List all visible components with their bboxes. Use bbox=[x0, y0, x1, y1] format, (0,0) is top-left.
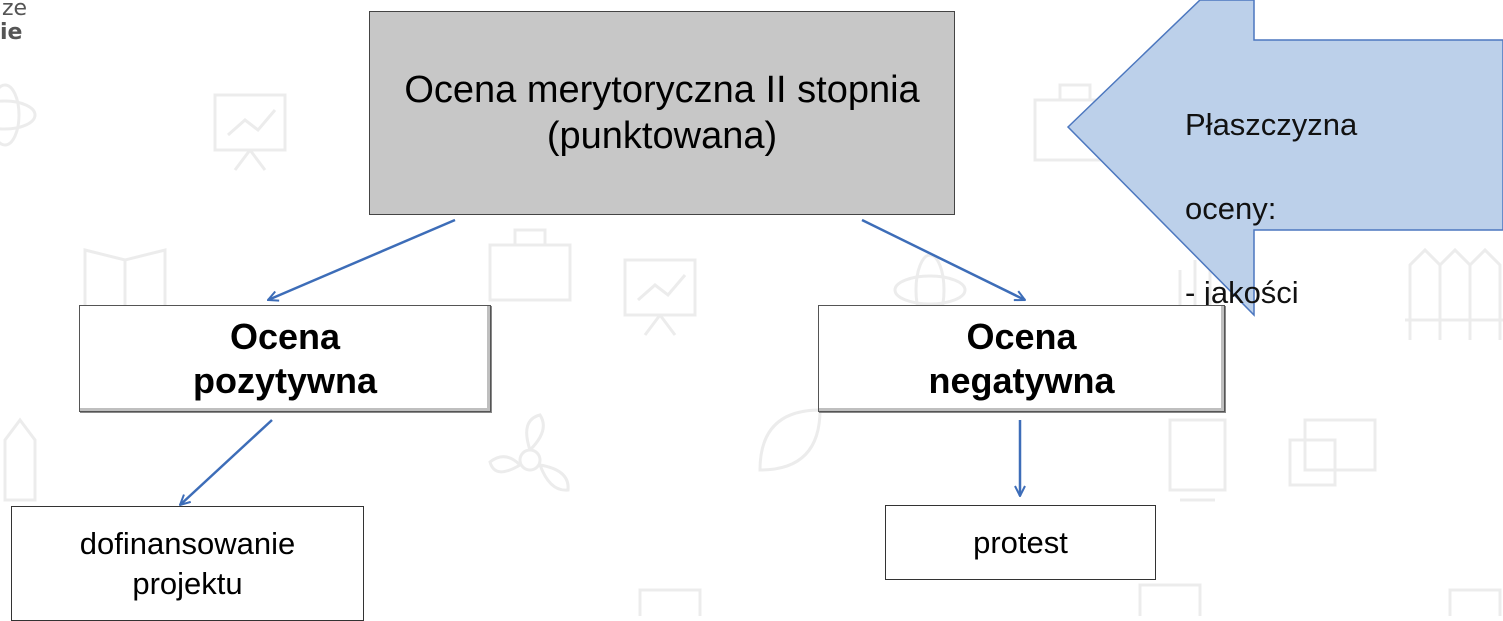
negative-label-line-2: negatywna bbox=[928, 359, 1115, 401]
funding-box: dofinansowanie projektu bbox=[11, 506, 364, 621]
arrow-positive-to-funding bbox=[180, 419, 273, 505]
callout-line-1: Płaszczyzna bbox=[1185, 107, 1358, 142]
chat-icon bbox=[1288, 418, 1377, 487]
root-evaluation-box: Ocena merytoryczna II stopnia (punktowan… bbox=[369, 11, 955, 215]
logo: ze ie bbox=[0, 0, 60, 44]
chart-board-icon bbox=[213, 93, 287, 171]
arrow-root-to-positive bbox=[268, 218, 456, 300]
fan-icon bbox=[488, 413, 570, 492]
doc-icon bbox=[638, 583, 1502, 616]
callout-line-2: oceny: bbox=[1185, 191, 1277, 226]
funding-label-line-2: projektu bbox=[132, 565, 243, 601]
root-evaluation-label: Ocena merytoryczna II stopnia (punktowan… bbox=[404, 69, 920, 157]
positive-label-line-1: Ocena bbox=[229, 315, 341, 357]
chart-board-icon bbox=[623, 258, 697, 336]
funding-label-line-1: dofinansowanie bbox=[79, 525, 296, 561]
callout-text: Płaszczyzna oceny: - jakości bbox=[1185, 62, 1445, 356]
atom-icon bbox=[0, 83, 37, 147]
logo-line-1: ze bbox=[2, 0, 28, 21]
pencil-icon bbox=[3, 417, 37, 502]
briefcase-icon bbox=[488, 228, 572, 302]
protest-label: protest bbox=[973, 524, 1068, 560]
logo-line-2: ie bbox=[0, 20, 23, 45]
arrow-root-to-negative bbox=[861, 218, 1025, 302]
negative-evaluation-box: Ocena negatywna bbox=[818, 305, 1225, 412]
positive-evaluation-box: Ocena pozytywna bbox=[79, 305, 491, 412]
positive-label-line-2: pozytywna bbox=[192, 359, 378, 401]
callout-line-3: - jakości bbox=[1185, 275, 1299, 310]
monitor-icon bbox=[1168, 418, 1227, 502]
negative-label-line-1: Ocena bbox=[966, 315, 1077, 357]
protest-box: protest bbox=[885, 505, 1156, 580]
